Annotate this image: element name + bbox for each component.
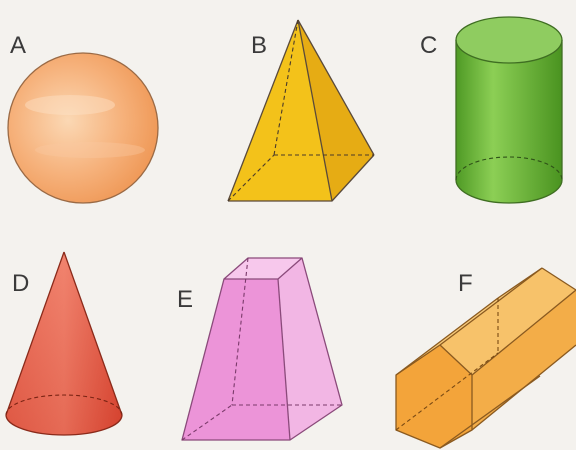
label-hexagonal-prism: F — [458, 270, 473, 297]
label-sphere: A — [10, 32, 27, 59]
label-cylinder: C — [420, 32, 438, 59]
label-pyramid: B — [251, 32, 268, 59]
sphere-shape — [7, 52, 159, 204]
hexagonal-prism-shape — [395, 267, 576, 449]
frustum-shape — [181, 257, 343, 441]
label-frustum: E — [177, 286, 194, 313]
label-cone: D — [12, 270, 30, 297]
pyramid-shape — [227, 19, 375, 202]
cylinder-shape — [455, 16, 563, 204]
cone-shape — [5, 251, 123, 436]
